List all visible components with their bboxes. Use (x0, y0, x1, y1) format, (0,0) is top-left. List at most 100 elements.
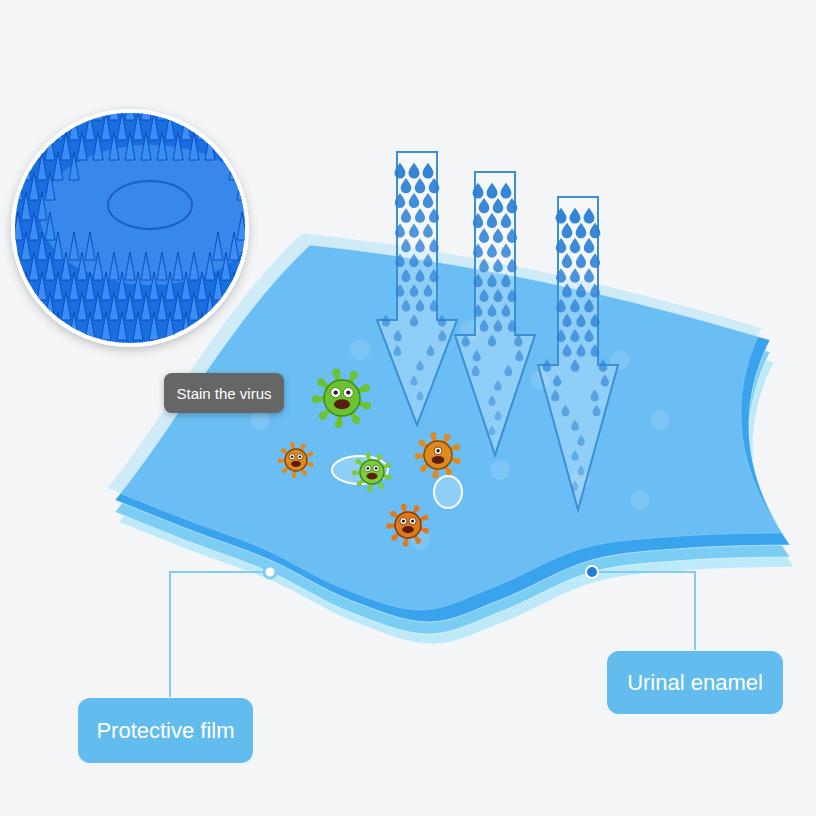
spike (237, 172, 247, 200)
spike (117, 272, 127, 300)
virus-knob (430, 432, 436, 438)
virus-knob (419, 440, 425, 446)
virus-knob (415, 538, 421, 544)
water-drop (410, 315, 418, 327)
spike (93, 132, 103, 160)
water-drop (508, 319, 517, 331)
spike (189, 252, 199, 280)
virus-knob (290, 442, 295, 447)
water-drop (493, 289, 502, 302)
virus-knob (366, 452, 371, 457)
water-drop (590, 253, 600, 268)
spike (109, 292, 119, 320)
spike (245, 152, 255, 180)
spike (173, 92, 183, 120)
virus-knob (432, 472, 438, 478)
spike (189, 132, 199, 160)
rain-arrows (377, 152, 618, 510)
water-drop (591, 390, 599, 402)
spike (13, 172, 23, 200)
virus-pupil (291, 455, 294, 458)
sheet-sparkle (490, 460, 510, 480)
water-drop (473, 243, 483, 257)
virus-mouth (367, 473, 378, 480)
spike (173, 252, 183, 280)
water-drop (438, 315, 446, 327)
spike (197, 112, 207, 140)
spike (45, 132, 55, 160)
spike (61, 132, 71, 160)
water-drop (487, 183, 498, 199)
spike (205, 252, 215, 280)
water-drop (493, 198, 504, 213)
water-drop (577, 435, 584, 446)
water-drop (415, 178, 426, 193)
water-drop (396, 284, 405, 297)
spike (245, 192, 255, 220)
spike (149, 112, 159, 140)
virus-pupil (299, 455, 302, 458)
virus-knob (415, 453, 421, 459)
water-drop (394, 330, 402, 341)
virus-knob (332, 369, 340, 377)
spike (45, 172, 55, 200)
screen-logo (108, 181, 192, 229)
virus-mouth (291, 461, 301, 467)
virus-knob (420, 466, 426, 472)
virus-eye (343, 388, 353, 398)
water-drop (479, 228, 489, 243)
water-drop (409, 163, 420, 179)
spike (229, 112, 239, 140)
spike (109, 252, 119, 280)
water-drop (401, 269, 410, 282)
virus-body (424, 441, 452, 469)
spike (13, 92, 23, 120)
water-drop (576, 314, 585, 327)
water-drop (474, 304, 483, 317)
spike (117, 312, 127, 340)
spike (125, 132, 135, 160)
water-drop (501, 274, 510, 288)
virus-knob (379, 484, 384, 489)
water-drop (593, 405, 601, 416)
water-drop (495, 410, 502, 420)
virus-knob (350, 371, 358, 379)
water-drop (424, 284, 433, 297)
spike (205, 292, 215, 320)
water-drop (494, 380, 502, 391)
virus-knob (312, 395, 320, 403)
virus-eye (297, 454, 303, 460)
virus-body (285, 449, 307, 471)
virus-mouth (432, 456, 445, 464)
virus-knob (444, 434, 450, 440)
water-drop (423, 163, 434, 179)
spike (165, 312, 175, 340)
virus-knob (317, 378, 325, 386)
water-drop (423, 223, 433, 237)
spike (85, 112, 95, 140)
water-drop (395, 223, 405, 237)
spike (165, 112, 175, 140)
spike (141, 132, 151, 160)
water-drop (501, 183, 512, 199)
spike (133, 312, 143, 340)
water-drop (543, 359, 552, 371)
spike (45, 212, 55, 240)
spike (29, 252, 39, 280)
water-drop (571, 450, 578, 460)
spike (157, 252, 167, 280)
water-drop (429, 178, 440, 193)
virus-knob (367, 487, 372, 492)
virus-knob (423, 515, 429, 521)
spike (125, 252, 135, 280)
leader-line (592, 572, 695, 650)
spike (149, 312, 159, 340)
water-drop (576, 223, 587, 238)
spike (149, 272, 159, 300)
virus-knob (454, 444, 460, 450)
virus-pupil (334, 390, 338, 394)
spike (221, 132, 231, 160)
water-drop (494, 319, 503, 331)
water-drop (479, 198, 490, 213)
spike (21, 232, 31, 260)
